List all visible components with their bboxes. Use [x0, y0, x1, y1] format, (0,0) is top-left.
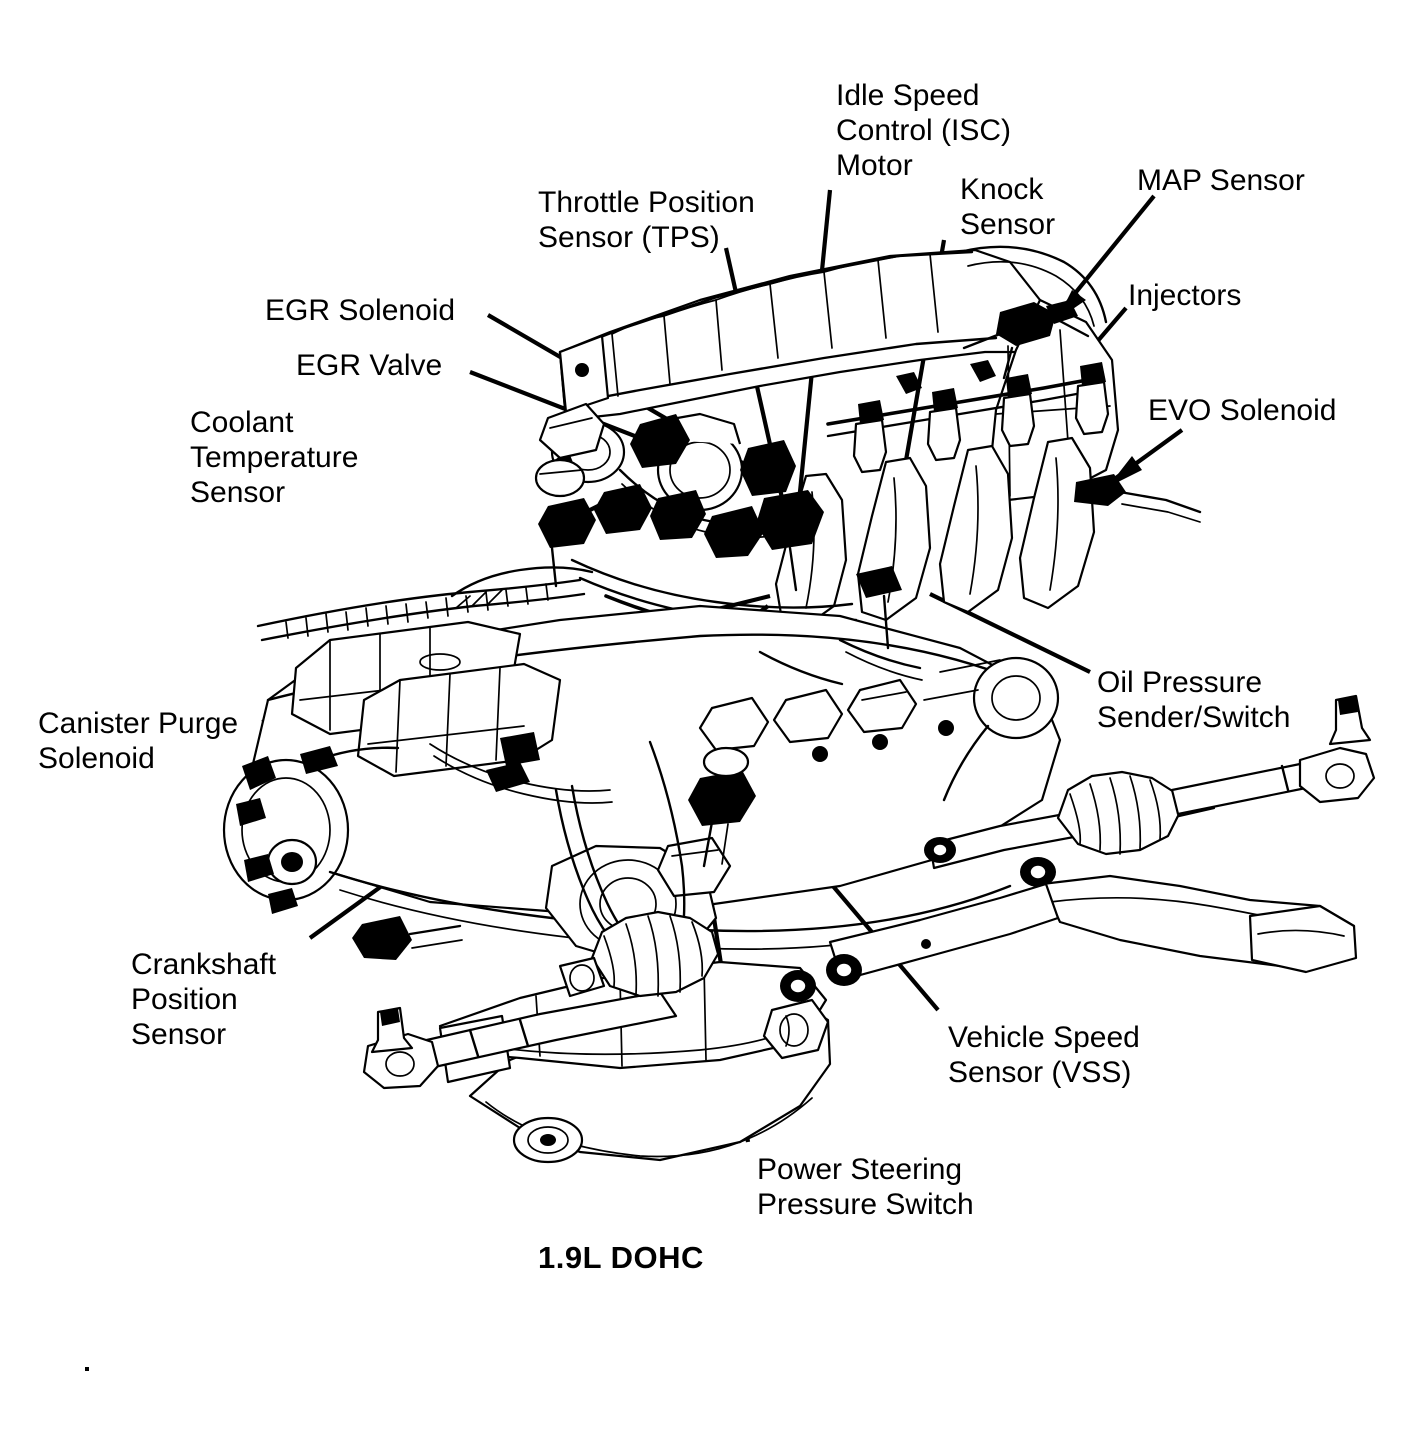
label-egr-solenoid: EGR Solenoid	[265, 294, 456, 327]
tie-rod-end-right	[1298, 694, 1376, 804]
injectors-group	[852, 362, 1110, 474]
label-egr-valve: EGR Valve	[296, 349, 443, 382]
label-injectors: Injectors	[1128, 279, 1242, 312]
throttle-and-egr-cluster	[534, 402, 888, 640]
label-map-sensor: MAP Sensor	[1137, 164, 1305, 197]
engine-upper-assembly	[558, 245, 1202, 628]
coolant-temperature-sensor-part	[534, 458, 596, 588]
tie-rod-end-left	[362, 1006, 440, 1090]
power-steering-pressure-switch-part	[688, 746, 756, 868]
diagram-caption: 1.9L DOHC	[538, 1240, 704, 1275]
ribbed-hose	[256, 566, 594, 642]
map-sensor-part	[962, 300, 1090, 380]
rack-bellows-boot-right	[1056, 770, 1182, 856]
canister-purge-solenoid-part	[356, 662, 562, 778]
crankshaft-position-sensor-part	[352, 916, 463, 960]
evo-solenoid-part	[1074, 474, 1202, 523]
vehicle-speed-sensor-part	[762, 998, 830, 1060]
label-evo-solenoid: EVO Solenoid	[1148, 394, 1337, 427]
steering-rack-right	[924, 694, 1376, 887]
steering-rack-left	[362, 904, 1358, 1090]
oil-pressure-sender-part	[942, 656, 1060, 802]
rack-bellows-boot-left	[590, 910, 720, 998]
wiring-details	[300, 566, 923, 804]
